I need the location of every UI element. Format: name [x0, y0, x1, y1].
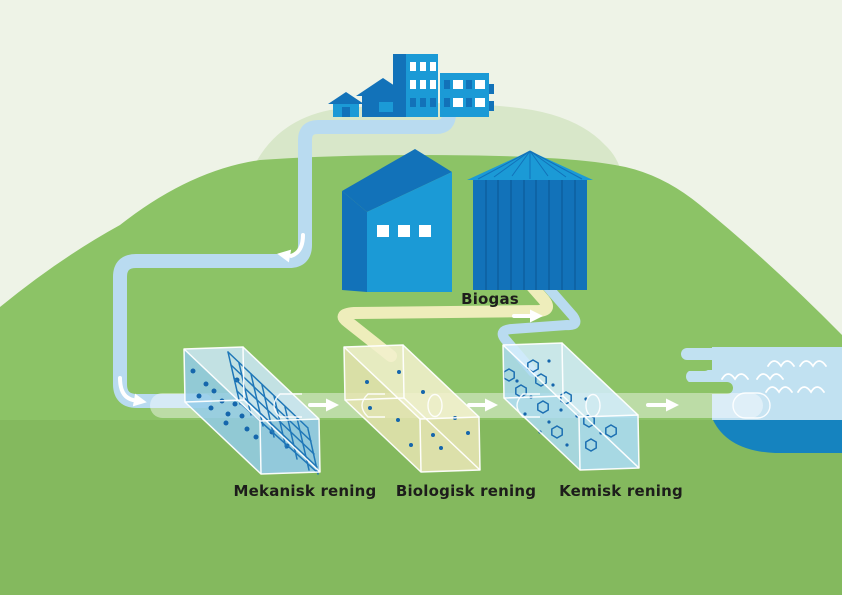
tank3-water-end [579, 415, 639, 470]
tank-panel-lines [485, 178, 576, 290]
reject-water-pipe [497, 271, 581, 377]
low-building-windows [444, 80, 494, 111]
tank2-water-end [420, 417, 480, 472]
river-finger [681, 348, 726, 360]
biogas-tank-icon [467, 150, 593, 290]
roof-rib-lines [477, 150, 583, 180]
stage-label-chemical: Kemisk rening [559, 482, 683, 500]
tank1-water-front [184, 349, 261, 474]
flow-arrows [118, 233, 679, 412]
tank3-water-front [503, 345, 580, 470]
apartment-building-side [393, 54, 406, 117]
tank2-water-front [344, 347, 421, 472]
biogas-label: Biogas [461, 290, 519, 308]
low-building [440, 73, 489, 117]
biogas-tank-body [473, 178, 587, 290]
city-buildings-icon [328, 54, 494, 117]
tank2-glass-edges [343, 344, 481, 473]
tank1-water-end [260, 419, 320, 474]
shore-finger [620, 360, 710, 371]
deep-water [713, 420, 842, 453]
small-house-roof [328, 92, 364, 104]
apartment-windows [410, 62, 436, 107]
plant-roof [342, 149, 452, 212]
tank2-water-surface [344, 345, 479, 419]
chemical-particles [515, 359, 603, 447]
screen-grid-icon [227, 351, 319, 475]
plant-window [419, 225, 431, 237]
microbe-particles [365, 370, 470, 450]
biological-treatment-tank [343, 344, 481, 473]
plant-window [377, 225, 389, 237]
treatment-plant-building-icon [342, 149, 452, 292]
flow-arrow [118, 376, 135, 402]
chemical-treatment-tank [502, 342, 640, 471]
wave-icon [767, 360, 827, 368]
stage-label-mechanical: Mekanisk rening [233, 482, 377, 500]
channel-pipe-mouth [427, 393, 443, 418]
medium-house-window [379, 102, 393, 112]
shore-finger [620, 382, 733, 394]
tank3-glass-edges [502, 342, 640, 471]
channel-outlet-icon [732, 392, 771, 419]
tank1-glass-edges [183, 346, 321, 475]
channel-opening [273, 393, 302, 418]
river-finger [686, 370, 731, 383]
plant-window [398, 225, 410, 237]
sludge-to-biogas-pipe [337, 269, 553, 362]
wave-icon [721, 373, 784, 381]
flow-arrow [289, 233, 305, 258]
plant-side-wall [342, 191, 367, 292]
small-house-door [342, 107, 350, 117]
stage-label-biological: Biologisk rening [395, 482, 537, 500]
wave-icon [765, 386, 825, 394]
channel-opening [361, 393, 385, 418]
mechanical-treatment-tank [183, 346, 321, 475]
